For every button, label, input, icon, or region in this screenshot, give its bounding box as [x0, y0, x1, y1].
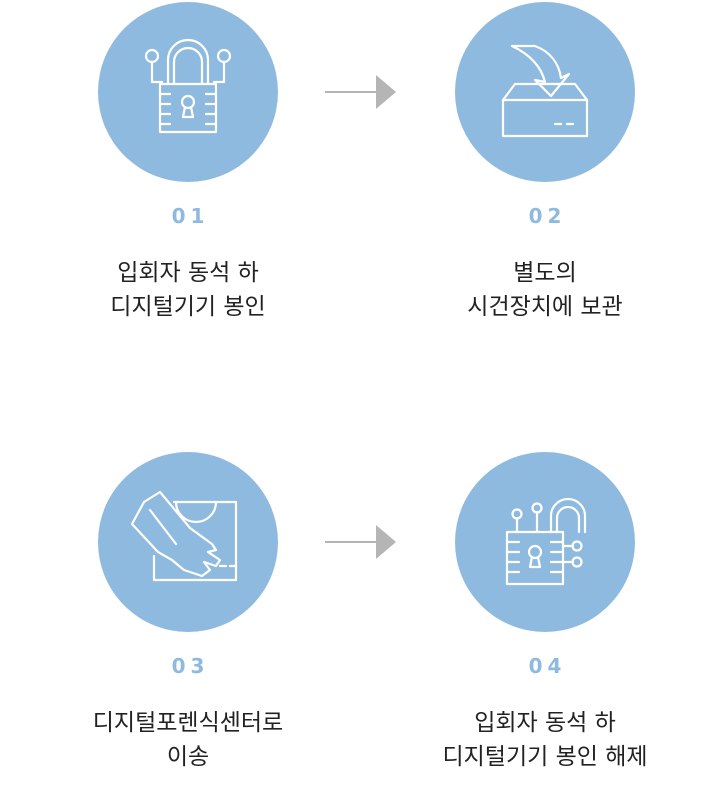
step-2-circle — [455, 2, 635, 182]
step-2-label: 별도의 시건장치에 보관 — [467, 260, 623, 320]
arrow-right-icon — [325, 525, 396, 559]
step-4: 04 입회자 동석 하 디지털기기 봉인 해제 — [425, 452, 665, 774]
unlock-circuit-icon — [505, 497, 587, 586]
box-arrow-in-icon — [501, 44, 589, 138]
step-2: 02 별도의 시건장치에 보관 — [425, 2, 665, 324]
lock-circuit-icon — [144, 38, 232, 134]
step-2-number: 02 — [528, 204, 567, 228]
step-3-circle — [98, 452, 278, 632]
step-4-number: 04 — [528, 654, 567, 678]
arrow-right-icon — [325, 75, 396, 109]
step-3-number: 03 — [171, 654, 210, 678]
step-1-label: 입회자 동석 하 디지털기기 봉인 — [110, 260, 266, 320]
step-3-label: 디지털포렌식센터로 이송 — [92, 710, 284, 770]
step-1-number: 01 — [171, 204, 210, 228]
step-1: 01 입회자 동석 하 디지털기기 봉인 — [68, 2, 308, 324]
step-4-label: 입회자 동석 하 디지털기기 봉인 해제 — [442, 710, 648, 770]
step-3: 03 디지털포렌식센터로 이송 — [68, 452, 308, 774]
step-4-circle — [455, 452, 635, 632]
step-1-circle — [98, 2, 278, 182]
hand-carry-box-icon — [130, 490, 238, 582]
